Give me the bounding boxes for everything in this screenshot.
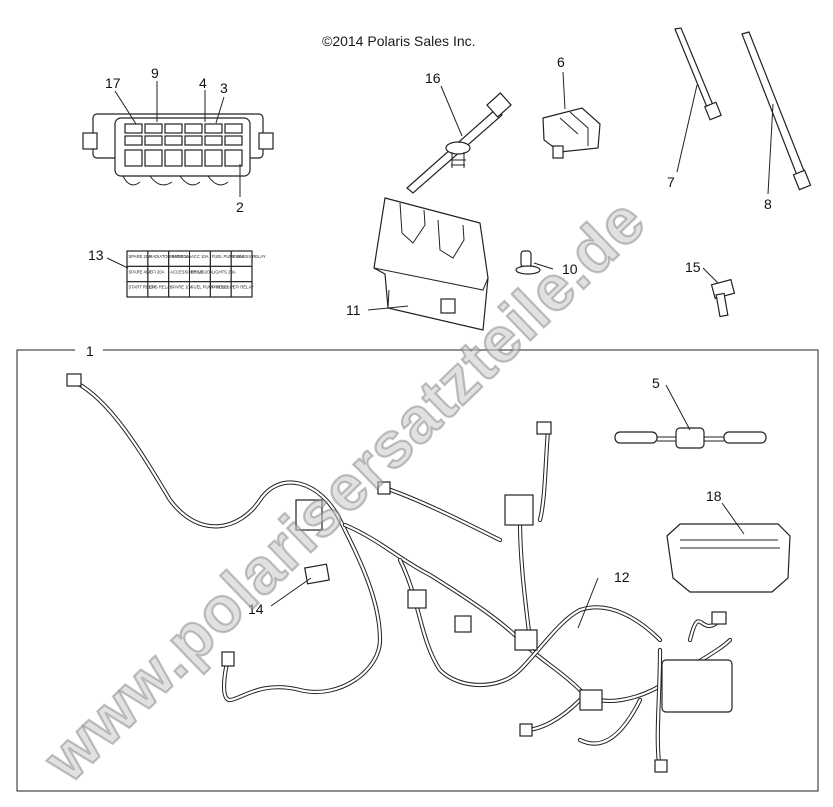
flange-bolt xyxy=(710,278,736,318)
fuse-slot xyxy=(164,123,183,134)
callout-8: 8 xyxy=(764,196,772,212)
fuse-slot xyxy=(144,123,163,134)
fuse-label-text: LIGHTS 20A xyxy=(212,269,236,274)
edge-clip xyxy=(542,107,601,159)
mounting-bracket xyxy=(373,197,489,331)
fuse-slot xyxy=(184,123,203,134)
callout-1: 1 xyxy=(86,343,94,359)
fuse-label-text: FAN RELAY xyxy=(212,285,235,290)
callout-6: 6 xyxy=(557,54,565,70)
fuse-slot xyxy=(164,135,183,146)
fuse-label-text: SPARE 20A xyxy=(129,254,152,259)
push-pin-fastener xyxy=(515,250,541,275)
fuse-label-text: DRIVE 20A xyxy=(191,269,213,274)
fuse-label-text: CHASSIS RELAY xyxy=(233,254,266,259)
watermark-text: www.polarisersatzteile.de xyxy=(29,184,659,796)
fuse-label-cell xyxy=(230,281,253,298)
leader-lines xyxy=(106,71,774,629)
callout-3: 3 xyxy=(220,80,228,96)
callout-2: 2 xyxy=(236,199,244,215)
callout-16: 16 xyxy=(425,70,441,86)
callout-4: 4 xyxy=(199,75,207,91)
relay-slot xyxy=(164,149,183,167)
fuse-label-text: ACC 10A xyxy=(191,254,209,259)
fuse-label-text: EFI 20A xyxy=(149,269,164,274)
relay-slot xyxy=(144,149,163,167)
callout-9: 9 xyxy=(151,65,159,81)
fuse-label-text: ACCESSORY 10A xyxy=(170,269,205,274)
fuse-box-cover xyxy=(666,523,791,593)
cable-tie-small xyxy=(674,27,722,121)
fuse-slot xyxy=(204,135,223,146)
fuse-label-text: SPARE 10A xyxy=(170,285,193,290)
fuse-slot xyxy=(204,123,223,134)
harness-assembly-frame xyxy=(16,349,819,792)
relay-slot xyxy=(204,149,223,167)
relay-slot xyxy=(224,149,243,167)
fuse-slot xyxy=(184,135,203,146)
callout-13: 13 xyxy=(88,247,104,263)
fuse-slot xyxy=(144,135,163,146)
relay-slot xyxy=(184,149,203,167)
relay-module xyxy=(304,563,330,585)
fuse-slot xyxy=(124,135,143,146)
main-wire-harness xyxy=(66,373,733,773)
fuse-label-text: EPS RELAY xyxy=(149,285,172,290)
callout-15: 15 xyxy=(685,259,701,275)
callout-11: 11 xyxy=(346,302,361,318)
callout-18: 18 xyxy=(706,488,722,504)
fuse-slot xyxy=(224,135,243,146)
callout-10: 10 xyxy=(562,261,578,277)
fuse-label-text: FUEL PUMP 20A xyxy=(212,254,245,259)
fuse-slot xyxy=(224,123,243,134)
cable-tie-large xyxy=(741,31,812,191)
callout-5: 5 xyxy=(652,375,660,391)
fuse-box-connector xyxy=(82,113,274,186)
callout-14: 14 xyxy=(248,601,264,617)
fuse-label-text: SPARE 40A xyxy=(129,269,152,274)
fuse-label-text: INSTR 10A xyxy=(170,254,191,259)
copyright-text: ©2014 Polaris Sales Inc. xyxy=(322,33,476,49)
push-mount-cable-tie xyxy=(406,92,512,194)
fuse-slot xyxy=(124,123,143,134)
fuse-label-text: EFI RELAY xyxy=(233,285,254,290)
inline-diode-pigtail xyxy=(614,427,767,449)
fuse-label-text: START RELAY xyxy=(129,285,157,290)
callout-17: 17 xyxy=(105,75,121,91)
callout-7: 7 xyxy=(667,174,675,190)
callout-numbers: 1 2 3 4 5 6 7 8 9 10 11 12 13 14 15 16 1… xyxy=(86,54,772,617)
relay-slot xyxy=(124,149,143,167)
callout-12: 12 xyxy=(614,569,630,585)
